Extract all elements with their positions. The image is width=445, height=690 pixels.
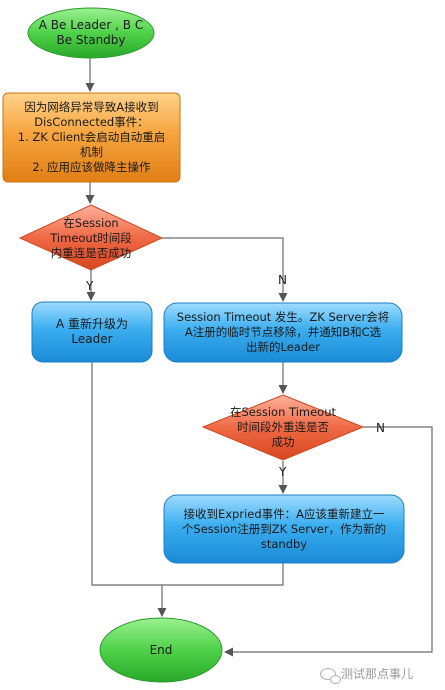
disconnected-line-3: 1. ZK Client会启动自动重启: [17, 130, 166, 144]
timeout-node-label: Session Timeout 发生。ZK Server会将 A注册的临时节点移…: [164, 305, 402, 360]
decision2-no-label: N: [376, 421, 385, 435]
upgrade-node-label: A 重新升级为 Leader: [32, 306, 152, 358]
end-node-label: End: [110, 635, 212, 665]
start-terminal-shape: [27, 7, 155, 59]
timeout-line-2: A注册的临时节点移除，并通知B和C选: [184, 325, 382, 339]
decision1-yes-label: Y: [86, 279, 94, 293]
start-line-1: A Be Leader , B C: [38, 18, 144, 32]
watermark: 测试那点事儿: [320, 665, 414, 684]
decision2-yes-label: Y: [279, 465, 287, 479]
end-terminal-shape: [99, 617, 223, 683]
decision2-line-1: 在Session Timeout: [229, 404, 336, 419]
edge-decision1-no: [162, 237, 288, 302]
upgrade-line-1: A 重新升级为: [55, 317, 129, 331]
timeout-line-3: 出新的Leader: [246, 340, 320, 354]
start-node-label: A Be Leader , B C Be Standby: [30, 12, 152, 54]
decision2-shape: [201, 394, 365, 461]
start-line-2: Be Standby: [56, 33, 126, 47]
decision2-line-3: 成功: [271, 434, 295, 449]
timeout-line-1: Session Timeout 发生。ZK Server会将: [176, 310, 390, 324]
upgrade-line-2: Leader: [71, 332, 113, 346]
expired-process-shape: [163, 494, 405, 564]
upgrade-process-shape: [31, 301, 153, 363]
decision1-line-1: 在Session: [63, 215, 119, 230]
disconnected-line-4: 机制: [80, 145, 103, 159]
expired-line-1: 接收到Expried事件：A应该重新建立一: [183, 506, 385, 521]
timeout-process-shape: [163, 302, 403, 363]
decision1-node-label: 在Session Timeout时间段 内重连是否成功: [36, 212, 146, 264]
chat-bubble-icon: [320, 667, 341, 684]
edge-upgrade-down: [91, 362, 162, 586]
disconnected-line-2: DisConnected事件：: [34, 115, 149, 129]
disconnected-process-shape: [2, 92, 181, 183]
edge-expired-down: [162, 563, 284, 586]
disconnected-line-5: 2. 应用应该做降主操作: [32, 160, 151, 174]
expired-line-2: 个Session注册到ZK Server，作为新的: [181, 521, 387, 536]
watermark-text: 测试那点事儿: [341, 667, 414, 681]
expired-line-3: standby: [260, 536, 308, 551]
decision2-line-2: 时间段外重连是否: [237, 419, 329, 434]
edge-decision2-no: [224, 426, 433, 657]
decision1-line-3: 内重连是否成功: [50, 245, 132, 260]
expired-node-label: 接收到Expried事件：A应该重新建立一 个Session注册到ZK Serv…: [164, 498, 404, 560]
disconnected-node-label: 因为网络异常导致A接收到 DisConnected事件： 1. ZK Clien…: [3, 95, 180, 180]
decision2-node-label: 在Session Timeout 时间段外重连是否 成功: [218, 402, 348, 452]
decision1-shape: [18, 204, 164, 271]
decision1-no-label: N: [278, 273, 287, 287]
disconnected-line-1: 因为网络异常导致A接收到: [24, 100, 159, 114]
decision1-line-2: Timeout时间段: [50, 230, 132, 245]
end-line-1: End: [149, 642, 173, 657]
